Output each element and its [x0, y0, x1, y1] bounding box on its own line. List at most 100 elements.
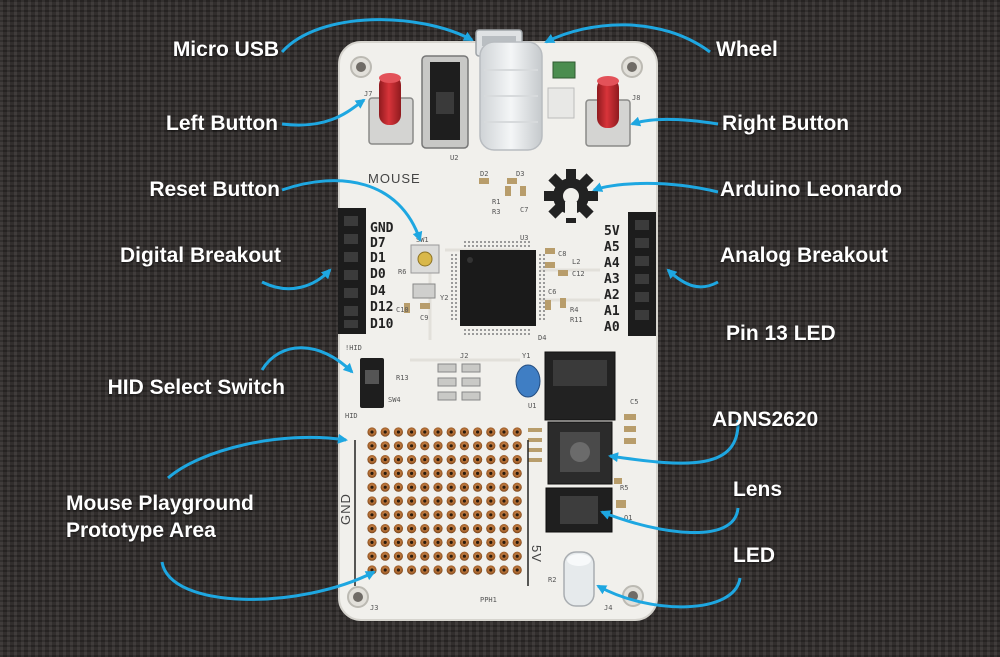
- proto-pad-hole: [423, 458, 427, 462]
- proto-pad-hole: [436, 485, 440, 489]
- scroll-wheel: [479, 41, 575, 151]
- proto-pad-hole: [423, 430, 427, 434]
- label-analog-breakout: Analog Breakout: [720, 244, 889, 267]
- proto-pad-hole: [476, 430, 480, 434]
- proto-pad-hole: [462, 444, 466, 448]
- smd-passives: [404, 178, 568, 313]
- proto-pad-hole: [489, 568, 493, 572]
- proto-pad-hole: [515, 458, 519, 462]
- proto-pad-hole: [436, 471, 440, 475]
- arrow-right-button: [630, 116, 719, 127]
- illumination-led: [563, 551, 595, 607]
- proto-pad-hole: [370, 485, 374, 489]
- label-lens: Lens: [733, 478, 783, 501]
- label-left-button: Left Button: [166, 112, 278, 135]
- proto-pad-hole: [449, 513, 453, 517]
- proto-pad-hole: [383, 554, 387, 558]
- arrow-arduino-leonardo: [592, 181, 719, 194]
- proto-pad-hole: [383, 568, 387, 572]
- j2-pads: [437, 363, 481, 401]
- proto-pad-hole: [449, 540, 453, 545]
- pin-label: A4: [604, 256, 620, 271]
- proto-pad-hole: [396, 527, 400, 531]
- proto-pad-hole: [423, 471, 427, 475]
- proto-pad-hole: [462, 540, 466, 545]
- label-digital-breakout: Digital Breakout: [119, 244, 281, 267]
- proto-pad-hole: [370, 499, 374, 503]
- proto-pad-hole: [383, 444, 387, 448]
- board-title: MOUSE: [368, 171, 421, 186]
- proto-pad-hole: [476, 444, 480, 448]
- designator-j4: J4: [604, 604, 612, 612]
- proto-pad-hole: [396, 499, 400, 503]
- designator-r1: R1: [492, 198, 500, 206]
- proto-pad-hole: [383, 471, 387, 475]
- pin-label: 5V: [604, 224, 620, 239]
- label-prototype-area-line1: Mouse Playground: [66, 492, 254, 515]
- arrow-digital-breakout: [261, 268, 332, 291]
- proto-pad-hole: [449, 499, 453, 503]
- analog-header: [628, 212, 656, 336]
- designator-q1: Q1: [624, 514, 632, 522]
- proto-pad-hole: [462, 568, 466, 572]
- arrow-prototype-top: [167, 433, 348, 480]
- proto-pad-hole: [410, 471, 414, 475]
- y1-resonator: [515, 364, 541, 398]
- proto-pad-hole: [502, 554, 506, 558]
- proto-pad-hole: [370, 568, 374, 572]
- proto-pad-hole: [383, 513, 387, 517]
- proto-pad-hole: [370, 430, 374, 434]
- smd-component: [552, 61, 576, 79]
- left-button-switch: [368, 73, 414, 145]
- pin-label: A2: [604, 288, 620, 303]
- label-right-button: Right Button: [722, 112, 850, 135]
- 5v-rail-label: 5V: [529, 545, 544, 563]
- proto-pad-hole: [476, 513, 480, 517]
- proto-pad-hole: [383, 430, 387, 434]
- designator-c10: C10: [396, 306, 409, 314]
- proto-pad-hole: [410, 430, 414, 434]
- proto-pad-hole: [489, 444, 493, 448]
- proto-pad-hole: [449, 527, 453, 531]
- designator-y2: Y2: [440, 294, 448, 302]
- pin-label: A5: [604, 240, 620, 255]
- proto-pad-hole: [502, 458, 506, 462]
- proto-pad-hole: [396, 513, 400, 517]
- proto-pad-hole: [462, 499, 466, 503]
- pin-label: GND: [370, 221, 394, 236]
- arrow-micro-usb: [280, 18, 474, 54]
- label-adns2620: ADNS2620: [712, 408, 819, 431]
- proto-pad-hole: [423, 568, 427, 572]
- proto-pad-hole: [370, 444, 374, 448]
- proto-pad-hole: [476, 499, 480, 503]
- designator-r6: R6: [398, 268, 406, 276]
- proto-pad-hole: [449, 554, 453, 558]
- proto-pad-hole: [502, 430, 506, 434]
- designator-l2: L2: [572, 258, 580, 266]
- designator-c9: C9: [420, 314, 428, 322]
- arrow-reset-button: [281, 179, 423, 242]
- proto-pad-hole: [515, 471, 519, 475]
- proto-pad-hole: [462, 430, 466, 434]
- proto-pad-hole: [476, 554, 480, 558]
- proto-pad-hole: [436, 554, 440, 558]
- pin-label: D1: [370, 251, 386, 266]
- designator-u2: U2: [450, 154, 458, 162]
- digital-header: [338, 208, 366, 334]
- proto-pad-hole: [489, 485, 493, 489]
- proto-pad-hole: [423, 540, 427, 545]
- designator-sw1: SW1: [416, 236, 429, 244]
- proto-pad-hole: [502, 485, 506, 489]
- wheel-encoder: [421, 55, 469, 149]
- designator-j3: J3: [370, 604, 378, 612]
- proto-pad-hole: [489, 458, 493, 462]
- proto-pad-hole: [462, 527, 466, 531]
- label-led: LED: [733, 544, 775, 567]
- proto-pad-hole: [436, 499, 440, 503]
- arrow-left-button: [281, 98, 366, 127]
- proto-pad-hole: [410, 458, 414, 462]
- proto-pad-hole: [423, 527, 427, 531]
- pin-label: A3: [604, 272, 620, 287]
- pin-label: D7: [370, 236, 386, 251]
